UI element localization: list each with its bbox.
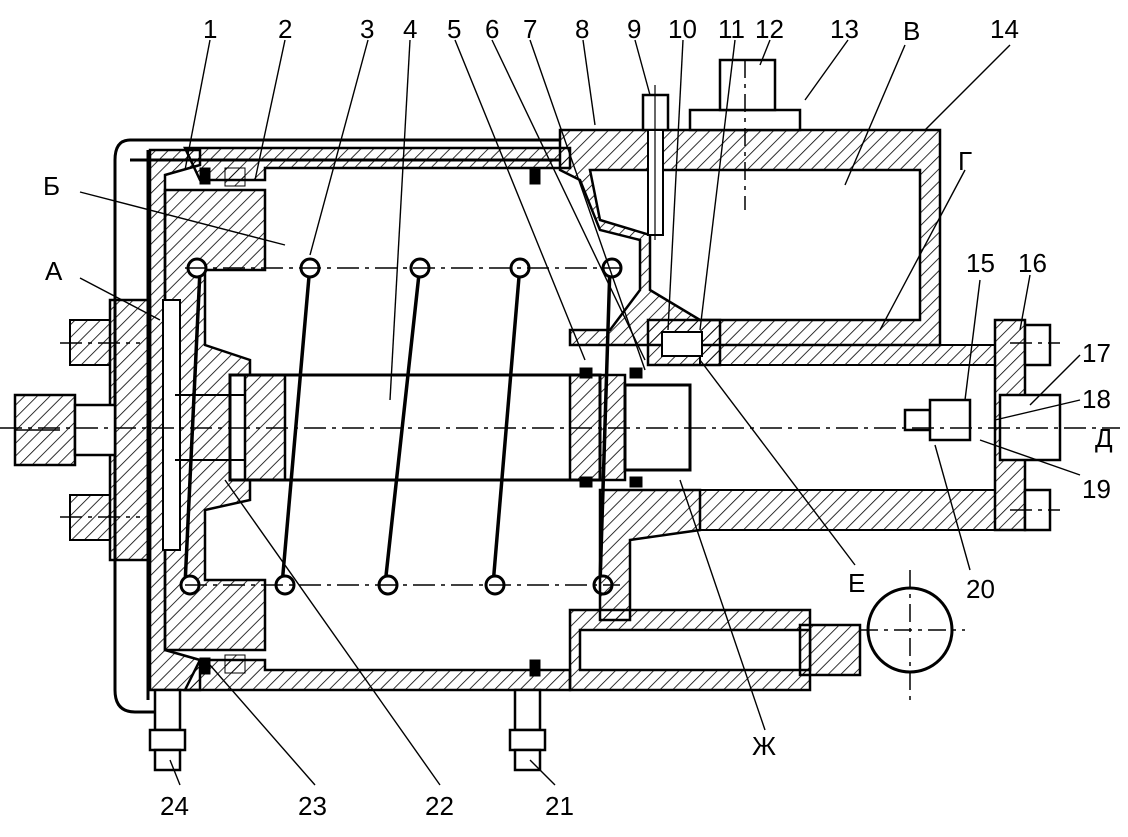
- seal-rings: [199, 167, 643, 677]
- leader-lines: [79, 39, 1081, 786]
- part-label-10: 10: [668, 14, 697, 44]
- part-label-18: 18: [1082, 384, 1111, 414]
- part-number-labels: 1 2 3 4 5 6 7 8 9 10 11 12 13 14 15 16 1…: [160, 14, 1111, 821]
- drain-plugs: [148, 688, 547, 772]
- part-label-15: 15: [966, 248, 995, 278]
- part-label-22: 22: [425, 791, 454, 821]
- bottom-pipe: [568, 570, 965, 700]
- part-label-23: 23: [298, 791, 327, 821]
- left-port-fitting: [13, 393, 117, 467]
- zone-label-g: Г: [958, 146, 972, 176]
- part-label-11: 11: [718, 14, 745, 44]
- part-label-19: 19: [1082, 474, 1111, 504]
- part-label-4: 4: [403, 14, 417, 44]
- part-label-6: 6: [485, 14, 499, 44]
- zone-label-v: В: [903, 16, 920, 46]
- part-label-20: 20: [966, 574, 995, 604]
- part-label-2: 2: [278, 14, 292, 44]
- valve-assembly: [646, 318, 722, 367]
- part-label-5: 5: [447, 14, 461, 44]
- part-label-21: 21: [545, 791, 574, 821]
- zone-label-d: Д: [1095, 423, 1113, 453]
- part-label-3: 3: [360, 14, 374, 44]
- part-label-16: 16: [1018, 248, 1047, 278]
- part-label-14: 14: [990, 14, 1019, 44]
- zone-label-e: Е: [848, 568, 865, 598]
- part-label-24: 24: [160, 791, 189, 821]
- zone-label-b: Б: [43, 171, 60, 201]
- zone-label-a: А: [45, 256, 63, 286]
- top-boss: [688, 58, 802, 210]
- part-label-1: 1: [203, 14, 217, 44]
- part-label-7: 7: [523, 14, 537, 44]
- zone-label-zh: Ж: [752, 731, 776, 761]
- part-label-8: 8: [575, 14, 589, 44]
- part-label-17: 17: [1082, 338, 1111, 368]
- piston: [162, 188, 267, 652]
- part-label-9: 9: [627, 14, 641, 44]
- part-label-12: 12: [755, 14, 784, 44]
- part-label-13: 13: [830, 14, 859, 44]
- adjusting-screw: [641, 85, 670, 240]
- zone-letter-labels: А Б В Г Д Е Ж: [43, 16, 1113, 761]
